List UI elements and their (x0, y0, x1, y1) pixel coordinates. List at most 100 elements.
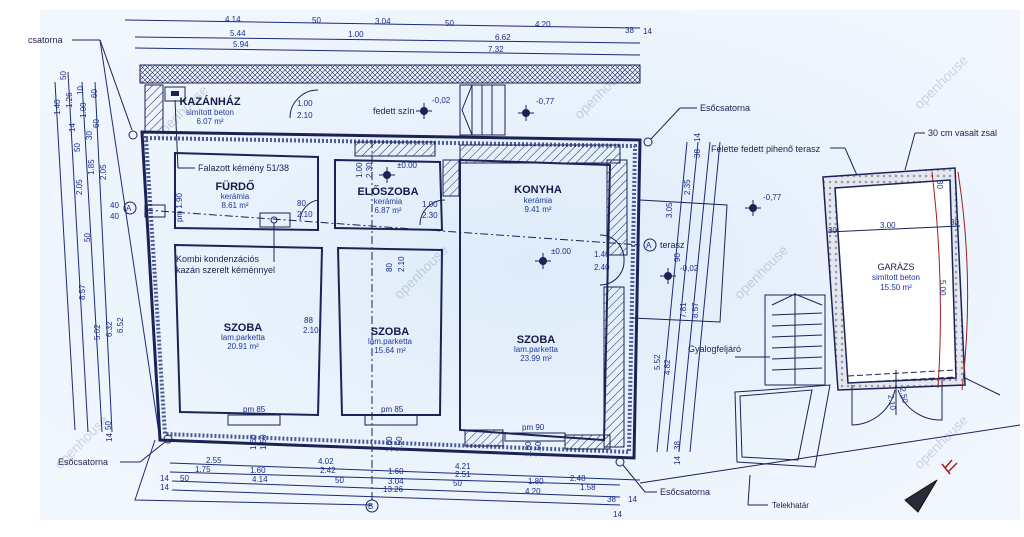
dim-top-2-2: 1.00 (348, 30, 364, 39)
dim-top-1-7: 14 (643, 27, 652, 36)
dim-top-1-6: 38 (625, 26, 634, 35)
win-h-4: 1.50 (395, 436, 404, 452)
section-marker-b: B (365, 499, 379, 513)
dim-right-482: 4.82 (663, 359, 672, 375)
dim-bot-4-3: 1.58 (580, 483, 596, 492)
chimney-note: Falazott kémény 51/38 (174, 99, 289, 173)
covered-shed-label: fedett szín (373, 106, 415, 116)
dim-garage-30a: 30 (828, 226, 837, 235)
dim-bot-2-7: 2.48 (570, 474, 586, 483)
dim-left-40a: 40 (110, 201, 119, 210)
dim-left-11: 1.85 (87, 159, 96, 175)
dim-left-3: 1.26 (65, 92, 74, 108)
dim-left-7: 1.00 (79, 102, 88, 118)
svg-text:A: A (646, 241, 652, 250)
level-marker-icon (518, 105, 534, 121)
building-outer-wall (140, 130, 642, 460)
dim-bot-2-5: 2.51 (455, 470, 471, 479)
level-marker-icon (535, 253, 551, 269)
garage-area: 15.50 m² (880, 283, 912, 292)
dim-left-50: 50 (83, 233, 92, 242)
door-konyha-w: 1.40 (594, 250, 610, 259)
roof-strip (139, 64, 641, 84)
dim-top-1-5: 4.20 (535, 20, 551, 29)
door-eloszoba-v-w: 1.00 (355, 162, 364, 178)
room-area: 6.87 m² (374, 206, 401, 215)
door-kazanhaz-h: 2.10 (297, 111, 313, 120)
level-4: ±0.00 (551, 247, 572, 256)
room-konyha: KONYHA kerámia 9.41 m² (514, 184, 562, 214)
room-name: KAZÁNHÁZ (179, 95, 240, 108)
boundary: Telekhatár (639, 424, 1021, 510)
room-floor: kerámia (524, 196, 553, 205)
slab-label: 30 cm vasalt zsal (928, 128, 997, 138)
dim-left-14: 14 (105, 433, 114, 442)
dim-left-652: 6.52 (116, 317, 125, 333)
win-h-2: 1.50 (259, 434, 268, 450)
dim-bot-4-1: 14 (160, 483, 169, 492)
walkway-stairs: Gyalogfeljáró (688, 293, 831, 468)
dim-right-38: 38 (693, 149, 702, 158)
dim-left-5: 50 (73, 143, 82, 152)
north-arrow-icon (904, 459, 958, 513)
boiler-label-1: Kombi kondenzációs (176, 254, 260, 264)
room-kazanhaz: KAZÁNHÁZ simított beton 6.07 m² (179, 95, 240, 126)
terrace-outline (631, 199, 728, 323)
door-eloszoba-v-h: 2.30 (365, 162, 374, 178)
level-6: -0,02 (680, 264, 699, 273)
room-szoba-2: SZOBA lam.parketta 15.64 m² (368, 326, 413, 355)
dim-bot-2-4: 1.60 (388, 467, 404, 476)
room-szoba-3: SZOBA lam.parketta 23.99 m² (514, 334, 559, 363)
dim-left-502: 5.02 (93, 324, 102, 340)
gutter-top-right: Esőcsatorna (643, 103, 750, 147)
dim-garage-30b: 30 (950, 218, 959, 227)
level-marker-icon (379, 167, 395, 183)
dim-bot-3-5: 3.04 (388, 477, 404, 486)
gutter-top-left: csatorna (28, 35, 138, 140)
dim-right-14: 14 (693, 133, 702, 142)
dim-bot-1-2: 4.02 (318, 457, 334, 466)
gutter-label-top-left: csatorna (28, 35, 63, 45)
room-area: 20.91 m² (227, 342, 259, 351)
dim-bot-3-2: 50 (180, 474, 189, 483)
windows (144, 204, 566, 442)
dim-left-857: 8.57 (78, 284, 87, 300)
svg-text:A: A (126, 204, 132, 213)
dim-bot-3-6: 50 (453, 479, 462, 488)
dim-right-38b: 38 (673, 441, 682, 450)
right-dimensions: 38 14 3.05 2.35 90 7.81 8.57 5.52 4.82 3… (653, 133, 721, 465)
room-szoba-1: SZOBA lam.parketta 20.91 m² (221, 322, 266, 351)
level-1: -0,02 (432, 96, 451, 105)
room-furdo: FÜRDŐ kerámia 8.61 m² (215, 180, 255, 210)
dim-garage-300: 3.00 (880, 221, 896, 230)
section-line-a (144, 209, 641, 246)
door-furdo-w: 80 (297, 199, 306, 208)
room-area: 23.99 m² (520, 354, 552, 363)
win-h-3: 1.60 (385, 436, 394, 452)
room-floor: kerámia (374, 197, 403, 206)
room-eloszoba: ELŐSZOBA kerámia 6.87 m² (357, 185, 418, 215)
room-floor: lam.parketta (221, 333, 266, 342)
dim-bot-2-2: 1.60 (250, 466, 266, 475)
dim-garage-500: 5.00 (938, 280, 947, 296)
gutter-label-top-right: Esőcsatorna (700, 103, 750, 113)
win-h-1: 1.60 (249, 434, 258, 450)
section-marker-a-left: A (123, 201, 137, 215)
room-area: 15.64 m² (374, 346, 406, 355)
room-area: 8.61 m² (221, 201, 248, 210)
dim-top-1-1: 4.14 (225, 15, 241, 24)
room-name: ELŐSZOBA (357, 185, 418, 198)
stairs-shed (459, 84, 506, 136)
chimney-flue (171, 91, 179, 96)
chimney-label: Falazott kémény 51/38 (198, 163, 289, 173)
door-szoba-left-w: 88 (304, 316, 313, 325)
dim-bot-4-2: 13.26 (383, 485, 404, 494)
garage: 3.00 30 30 5.00 30 GARÁZS simított beton… (822, 167, 1001, 426)
dim-right-857: 8.57 (691, 302, 700, 318)
dim-bot-3-1: 14 (160, 474, 169, 483)
dim-top-1-3: 3.04 (375, 17, 391, 26)
dim-top-1-4: 50 (445, 19, 454, 28)
gutter-bottom-left: Esőcsatorna (58, 434, 173, 467)
room-area: 9.41 m² (524, 205, 551, 214)
sill-szoba1: pm 85 (243, 405, 266, 414)
